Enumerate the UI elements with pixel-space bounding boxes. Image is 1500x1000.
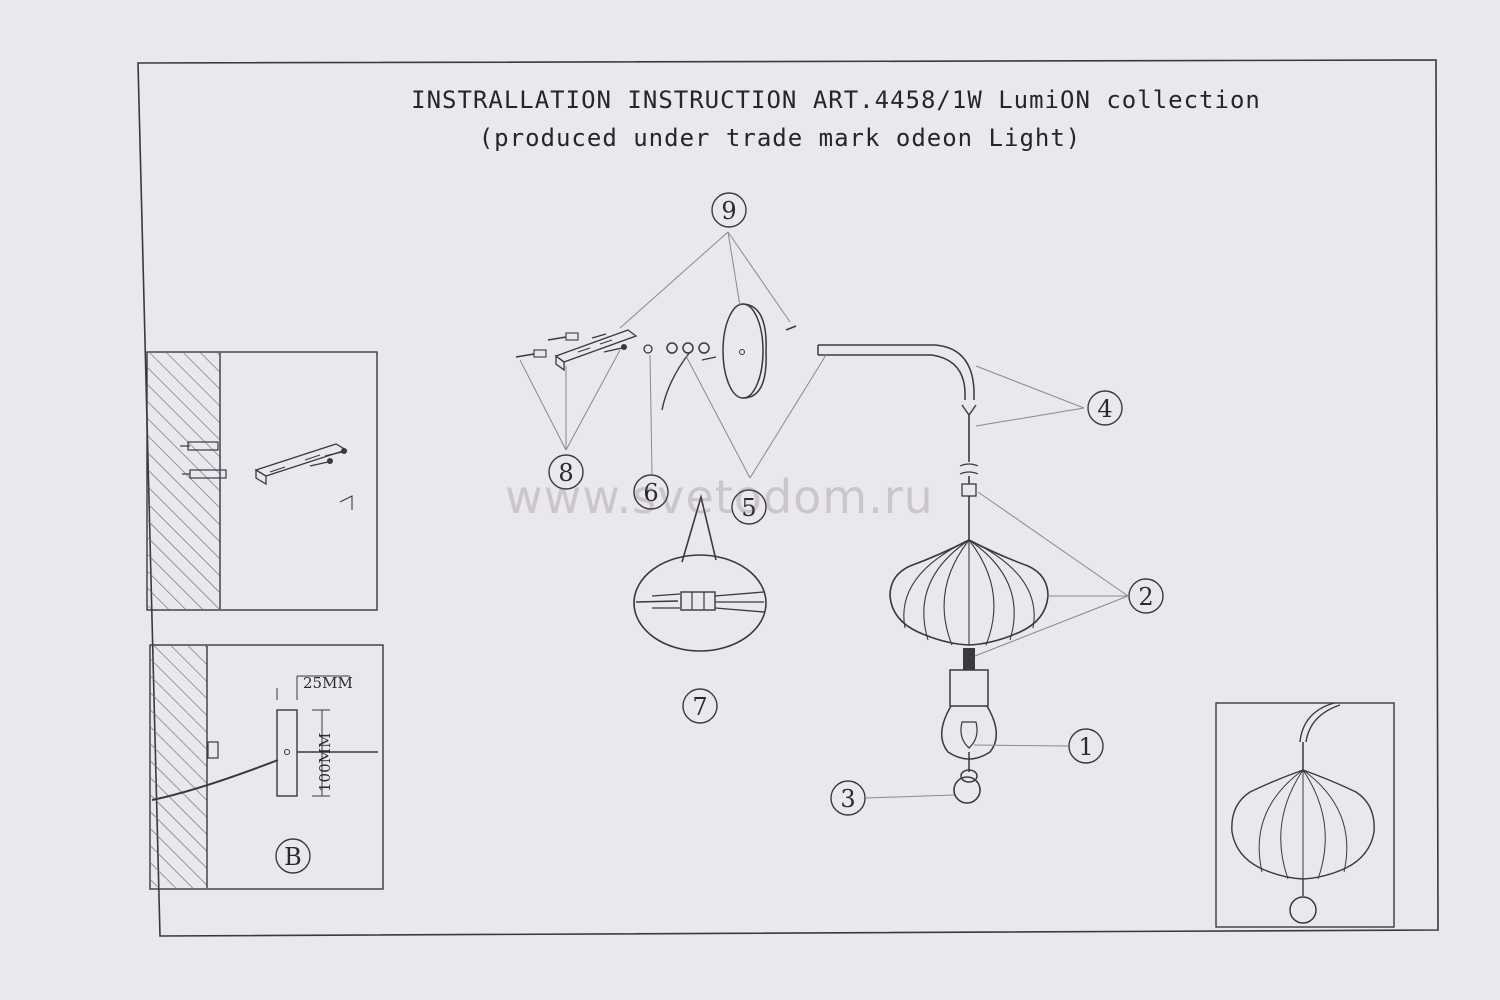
exploded-parts — [515, 303, 1049, 804]
detail-wall-bracket — [146, 351, 378, 611]
leader-lines — [519, 231, 1129, 799]
callout-7: 7 — [692, 693, 707, 721]
callout-4: 4 — [1097, 395, 1112, 423]
assembled-view — [1215, 702, 1395, 928]
callout-6: 6 — [643, 479, 658, 507]
dim-25mm-label: 25MM — [303, 674, 353, 692]
dim-100mm-label: 100MM — [316, 733, 334, 792]
callout-b: B — [284, 843, 302, 871]
callout-1: 1 — [1078, 733, 1093, 761]
callout-8: 8 — [558, 459, 573, 487]
callout-2: 2 — [1138, 583, 1153, 611]
callout-3: 3 — [840, 785, 855, 813]
title-line-2: (produced under trade mark odeon Light) — [478, 124, 1082, 152]
watermark: www.svetodom.ru — [505, 470, 934, 524]
callout-5: 5 — [741, 494, 756, 522]
detail-wire-connector — [633, 493, 767, 652]
detail-mounting-dimensions — [149, 644, 384, 890]
callout-circles — [275, 192, 1164, 874]
callout-9: 9 — [721, 197, 736, 225]
title-line-1: INSTRALLATION INSTRUCTION ART.4458/1W Lu… — [411, 86, 1261, 114]
